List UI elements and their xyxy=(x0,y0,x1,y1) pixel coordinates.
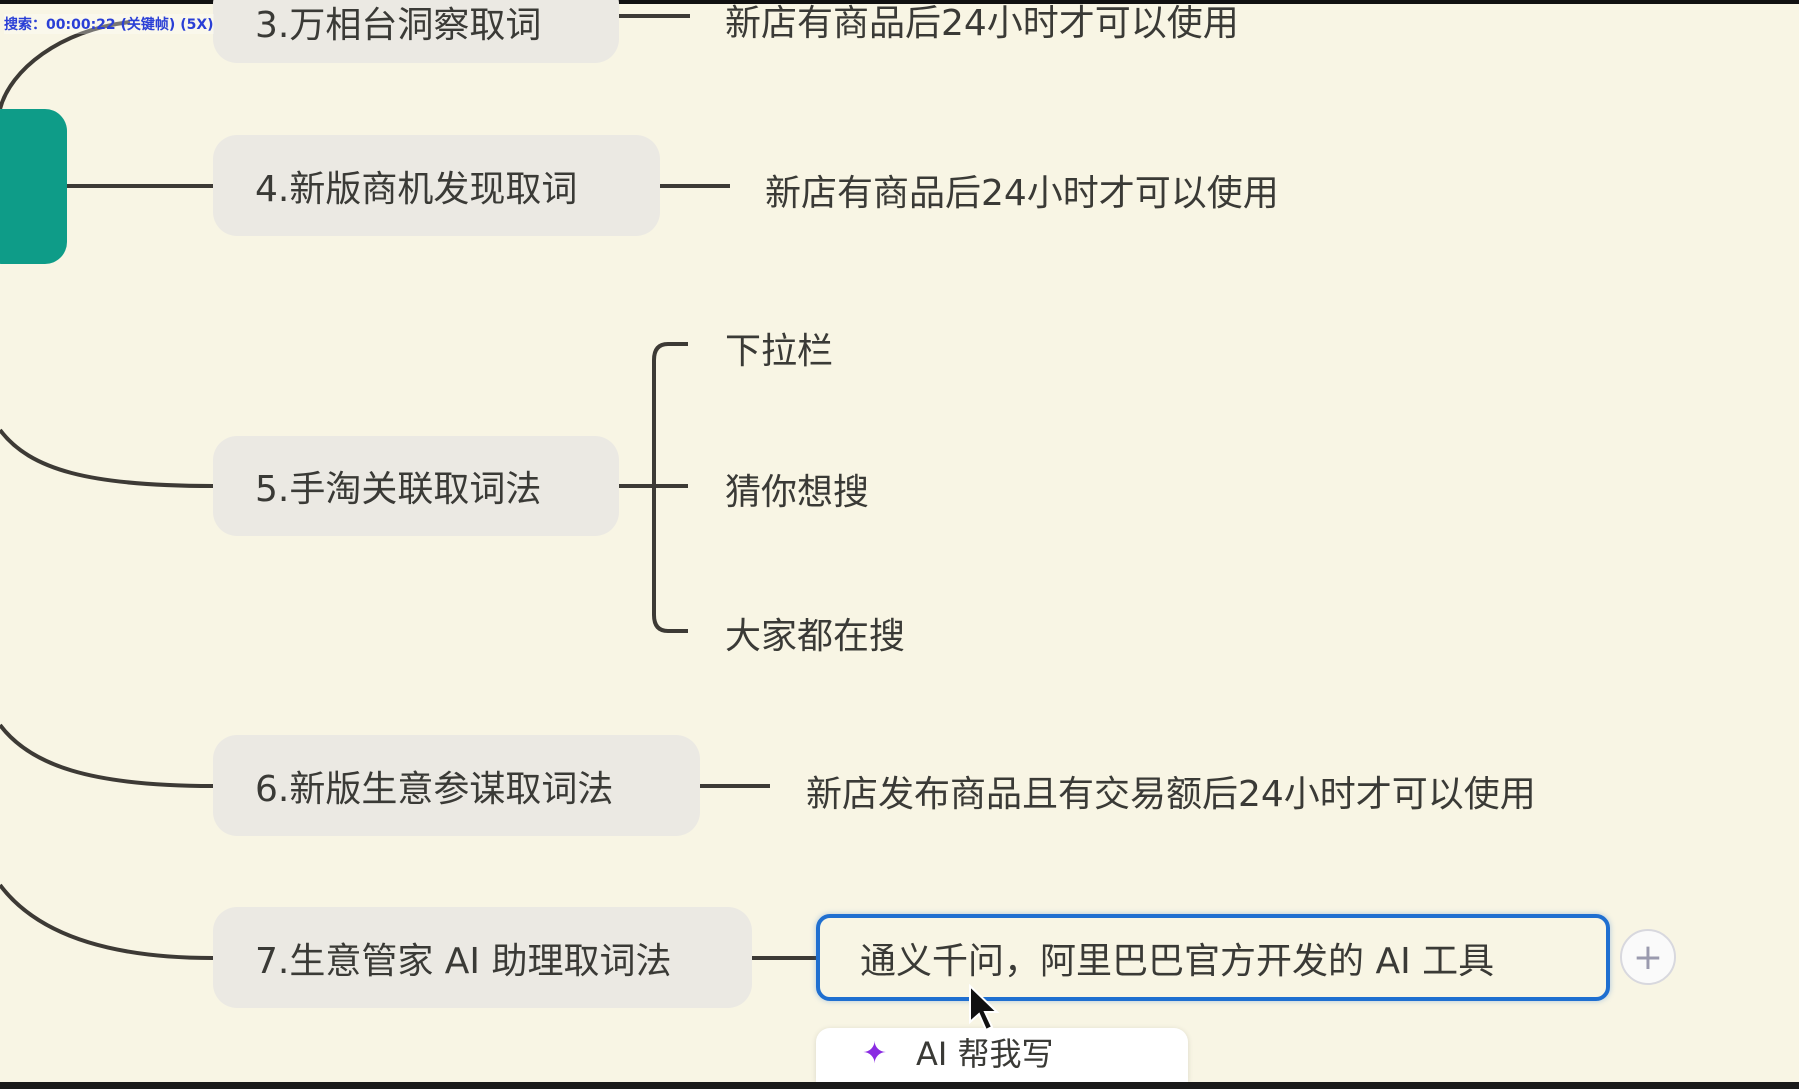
node-6-note[interactable]: 新店发布商品且有交易额后24小时才可以使用 xyxy=(806,774,1536,815)
bottom-bar xyxy=(0,1082,1799,1089)
top-bar xyxy=(0,0,1799,4)
node-4[interactable]: 4.新版商机发现取词 xyxy=(213,135,660,236)
node-3[interactable]: 3.万相台洞察取词 xyxy=(213,0,619,63)
node-label: 6.新版生意参谋取词法 xyxy=(255,768,614,810)
node-5-child-3[interactable]: 大家都在搜 xyxy=(725,616,906,657)
node-label: 5.手淘关联取词法 xyxy=(255,469,542,510)
recording-overlay: 搜索：00:00:22 (关键帧) (5X) xyxy=(4,14,214,34)
node-7[interactable]: 7.生意管家 AI 助理取词法 xyxy=(213,907,752,1008)
node-label: 4.新版商机发现取词 xyxy=(255,168,578,210)
note-text: 通义千问，阿里巴巴官方开发的 AI 工具 xyxy=(860,940,1495,982)
ai-write-label[interactable]: AI 帮我写 xyxy=(916,1035,1054,1073)
connector-root-node7 xyxy=(0,883,214,960)
connector-root-node6 xyxy=(0,723,214,788)
node-6[interactable]: 6.新版生意参谋取词法 xyxy=(213,735,700,836)
node-5-child-1[interactable]: 下拉栏 xyxy=(725,331,834,372)
ai-popup-menu[interactable]: ✦ AI 帮我写 xyxy=(816,1028,1188,1082)
node-5[interactable]: 5.手淘关联取词法 xyxy=(213,436,619,536)
node-4-note[interactable]: 新店有商品后24小时才可以使用 xyxy=(765,173,1279,214)
node-label: 3.万相台洞察取词 xyxy=(255,4,542,46)
ai-sparkle-icon: ✦ xyxy=(862,1036,888,1071)
node-label: 7.生意管家 AI 助理取词法 xyxy=(255,940,672,982)
connector-root-node3 xyxy=(0,20,131,110)
node-5-child-2[interactable]: 猜你想搜 xyxy=(725,472,870,513)
root-node[interactable] xyxy=(0,109,67,264)
connector-root-node5 xyxy=(0,428,214,488)
bracket xyxy=(652,342,688,633)
node-3-note[interactable]: 新店有商品后24小时才可以使用 xyxy=(725,3,1239,44)
selected-node-7-note[interactable]: 通义千问，阿里巴巴官方开发的 AI 工具 xyxy=(816,914,1610,1001)
add-child-button[interactable]: + xyxy=(1620,929,1676,985)
mouse-cursor-icon xyxy=(969,984,1000,1032)
